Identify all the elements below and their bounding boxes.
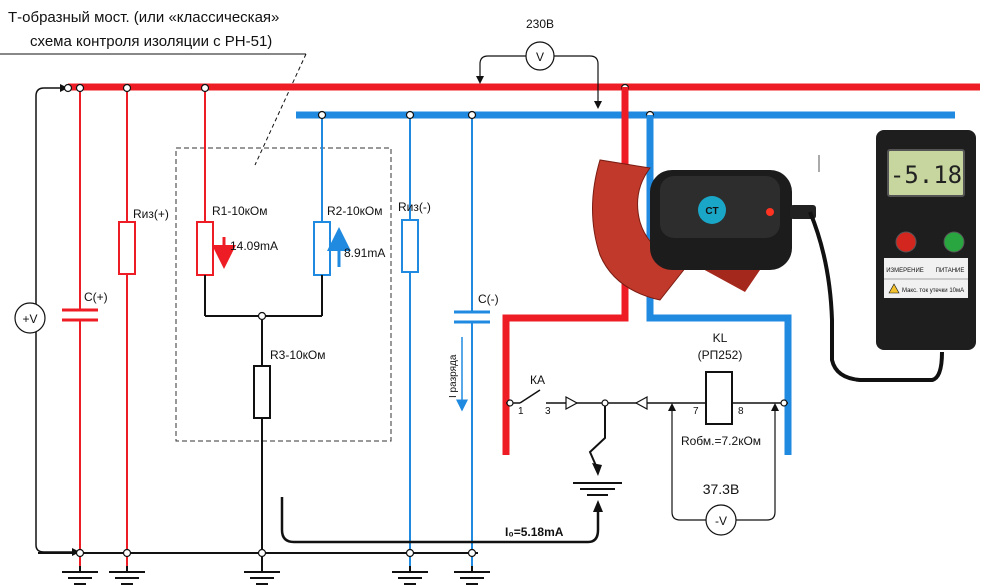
- kl-label: KL: [713, 331, 728, 345]
- vm-bottom-loop: [671, 511, 776, 521]
- riso-neg-label: Rиз(-): [398, 200, 431, 214]
- supply-circle: [14, 302, 46, 334]
- r1-current: 14.09mA: [230, 239, 278, 253]
- junction-dot: [467, 548, 477, 558]
- ka-pin-1: 1: [518, 406, 524, 417]
- lightning-ground: [573, 482, 622, 496]
- junction-dot: [405, 110, 415, 120]
- meter-warning: Макс. ток утечки 10мА: [902, 288, 964, 294]
- kl-pin-8: 8: [738, 406, 744, 417]
- meter-measure-button: [895, 231, 917, 253]
- riso-pos-label: Rиз(+): [133, 207, 169, 221]
- ground-symbol: [454, 566, 490, 585]
- voltmeter-bottom-symbol: -V: [715, 514, 727, 528]
- ground-symbol: [392, 566, 428, 585]
- clamp-logo-circle: [698, 196, 726, 224]
- ka-gap-mask: [520, 396, 546, 406]
- cplus-label: С(+): [84, 290, 108, 304]
- lightning-lead: [588, 403, 606, 469]
- cminus-label: С(-): [478, 292, 499, 306]
- ka-label: КА: [530, 373, 545, 387]
- ground-symbols: [62, 566, 490, 585]
- r2-resistor: [313, 221, 331, 276]
- ka-contact: [519, 389, 541, 404]
- voltmeter-top-arrow-left: [476, 76, 484, 84]
- junction-dot: [75, 83, 85, 93]
- riso-pos-resistor: [118, 221, 136, 275]
- r3-resistor: [253, 365, 271, 419]
- ka-pin-3: 3: [545, 406, 551, 417]
- vm-bottom-arrow-left: [668, 403, 676, 411]
- clamp-led: [766, 208, 774, 216]
- meter-display: [887, 149, 965, 197]
- discharge-label: I разряда: [448, 354, 459, 398]
- kl-pin-7: 7: [693, 406, 699, 417]
- junction-dot: [257, 548, 267, 558]
- junction-dot: [405, 548, 415, 558]
- relay-dots: [506, 399, 788, 407]
- leak-current: I₀=5.18mA: [505, 525, 564, 539]
- voltmeter-top-value: 230В: [526, 17, 554, 31]
- title-line-1: Т-образный мост. (или «классическая»: [8, 9, 279, 26]
- leak-meter: -5.18 ИЗМЕРЕНИЕ ПИТАНИЕ Макс. ток утечки…: [876, 130, 976, 350]
- title-line-2: схема контроля изоляции с РН-51): [30, 33, 272, 50]
- ground-symbol: [244, 566, 280, 585]
- bridge-box: [175, 147, 392, 442]
- voltmeter-bottom-value: 37.3В: [703, 481, 740, 497]
- junction-dot: [317, 110, 327, 120]
- voltmeter-top-lead-left: [479, 55, 527, 80]
- meter-measure-label: ИЗМЕРЕНИЕ: [886, 268, 924, 274]
- vm-bottom-arrow-right: [771, 403, 779, 411]
- voltmeter-top: [525, 41, 555, 71]
- meter-cable: [808, 211, 944, 382]
- kl-model: (РП252): [698, 348, 743, 362]
- diode-1: [565, 395, 579, 411]
- junction-dot: [122, 548, 132, 558]
- junction-dot: [467, 110, 477, 120]
- ground-symbol: [109, 566, 145, 585]
- junction-dot: [780, 399, 788, 407]
- r1-label: R1-10кОм: [212, 204, 268, 218]
- junction-dot: [63, 83, 73, 93]
- warning-icon: [888, 283, 900, 294]
- supply-label: +V: [22, 312, 37, 326]
- lightning-arrow: [592, 463, 602, 476]
- meter-power-button: [943, 231, 965, 253]
- junction-dot: [122, 83, 132, 93]
- r2-label: R2-10кОм: [327, 204, 383, 218]
- kl-resistance: Rобм.=7.2кОм: [681, 434, 761, 448]
- junction-dot: [257, 311, 267, 321]
- junction-dot: [200, 83, 210, 93]
- leak-path: [280, 497, 600, 544]
- title-leader: [254, 53, 307, 166]
- junction-dot: [75, 548, 85, 558]
- voltmeter-top-lead-right: [553, 55, 599, 104]
- kl-relay-coil: [705, 371, 733, 425]
- voltmeter-top-arrow-right: [594, 101, 602, 109]
- diode-2: [634, 395, 648, 411]
- leak-arrow: [593, 500, 603, 512]
- r3-label: R3-10кОм: [270, 348, 326, 362]
- current-clamp: CT: [592, 159, 816, 301]
- clamp-logo-text: CT: [705, 206, 718, 217]
- meter-power-label: ПИТАНИЕ: [936, 268, 965, 274]
- riso-neg-resistor: [401, 219, 419, 273]
- r1-resistor: [196, 221, 214, 276]
- junction-dot: [601, 399, 609, 407]
- voltmeter-bottom: [705, 504, 737, 536]
- supply-arrow-bottom: [72, 548, 80, 556]
- voltmeter-top-symbol: V: [536, 50, 544, 64]
- r2-current: 8.91mA: [344, 246, 385, 260]
- meter-display-value: -5.18: [890, 161, 962, 189]
- junction-dot: [506, 399, 514, 407]
- ground-symbol: [62, 566, 98, 585]
